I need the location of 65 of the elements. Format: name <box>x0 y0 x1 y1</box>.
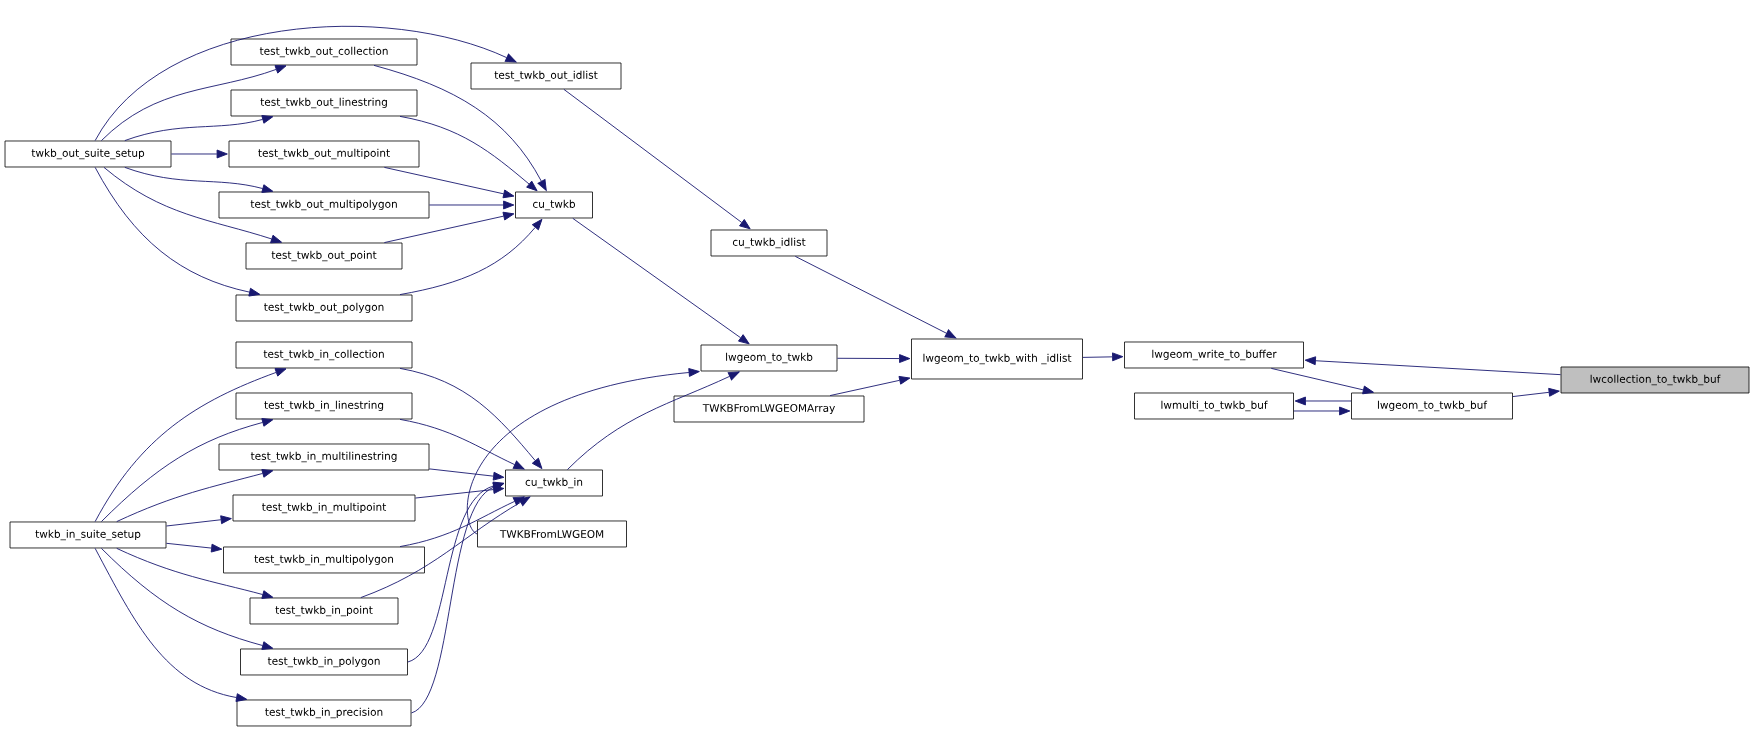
arrow <box>399 418 525 470</box>
function-box: test_twkb_out_idlist <box>470 62 622 90</box>
arrow <box>794 255 957 339</box>
function-box: test_twkb_out_polygon <box>235 294 413 322</box>
function-box: test_twkb_in_multilinestring <box>218 443 430 471</box>
arrow <box>1082 352 1124 362</box>
arrow <box>1304 356 1562 376</box>
arrow <box>399 218 543 296</box>
arrow <box>1293 406 1351 416</box>
function-box: lwmulti_to_twkb_buf <box>1134 392 1294 420</box>
function-box: lwgeom_to_twkb <box>700 344 838 372</box>
function-box: test_twkb_in_linestring <box>235 392 413 420</box>
function-box: twkb_out_suite_setup <box>4 140 172 168</box>
function-box: test_twkb_out_point <box>245 242 403 270</box>
arrow <box>428 468 505 481</box>
arrow <box>383 211 515 244</box>
arrow <box>94 547 248 702</box>
arrow <box>399 367 543 470</box>
arrow <box>563 88 751 230</box>
function-box: test_twkb_in_polygon <box>240 648 408 676</box>
function-box: TWKBFromLWGEOMArray <box>673 395 865 423</box>
arrow <box>165 515 232 527</box>
arrow <box>165 542 223 553</box>
function-box: lwgeom_to_twkb_with _idlist <box>911 338 1083 380</box>
arrow <box>373 64 547 191</box>
function-box: twkb_in_suite_setup <box>9 521 167 549</box>
arrow <box>829 375 911 397</box>
function-box: TWKBFromLWGEOM <box>477 520 627 548</box>
arrow <box>100 418 274 523</box>
function-box: test_twkb_out_multipoint <box>228 140 420 168</box>
arrow <box>466 368 700 535</box>
arrow <box>116 547 274 599</box>
function-box: cu_twkb_in <box>505 469 603 497</box>
arrow <box>428 200 515 210</box>
function-box: test_twkb_in_multipolygon <box>223 546 425 574</box>
function-box: test_twkb_out_multipolygon <box>218 191 430 219</box>
arrow <box>94 26 517 142</box>
function-box: test_twkb_out_collection <box>230 38 418 66</box>
arrow <box>1294 396 1352 406</box>
arrow <box>572 217 750 345</box>
highlighted-function-box: lwcollection_to_twkb_buf <box>1560 366 1750 394</box>
arrow <box>399 496 525 548</box>
arrow <box>124 166 274 193</box>
arrow <box>170 149 228 159</box>
arrow <box>124 115 274 142</box>
arrow <box>410 482 505 714</box>
function-box: lwgeom_to_twkb_buf <box>1351 392 1513 420</box>
arrow <box>100 547 274 650</box>
function-box: cu_twkb <box>515 191 593 219</box>
function-box: test_twkb_out_linestring <box>230 89 418 117</box>
function-box: test_twkb_in_precision <box>236 699 412 727</box>
arrow <box>94 368 287 523</box>
arrow <box>94 166 261 297</box>
function-box: test_twkb_in_point <box>249 597 399 625</box>
arrow <box>100 65 287 142</box>
function-box: cu_twkb_idlist <box>710 229 828 257</box>
arrow <box>116 469 274 523</box>
function-box: test_twkb_in_multipoint <box>232 494 416 522</box>
arrow <box>103 166 282 244</box>
function-box: test_twkb_in_collection <box>235 341 413 369</box>
arrow <box>1512 387 1560 397</box>
arrow <box>566 371 740 471</box>
arrow <box>836 354 911 363</box>
arrow <box>399 115 538 192</box>
function-box: lwgeom_write_to_buffer <box>1124 341 1304 369</box>
